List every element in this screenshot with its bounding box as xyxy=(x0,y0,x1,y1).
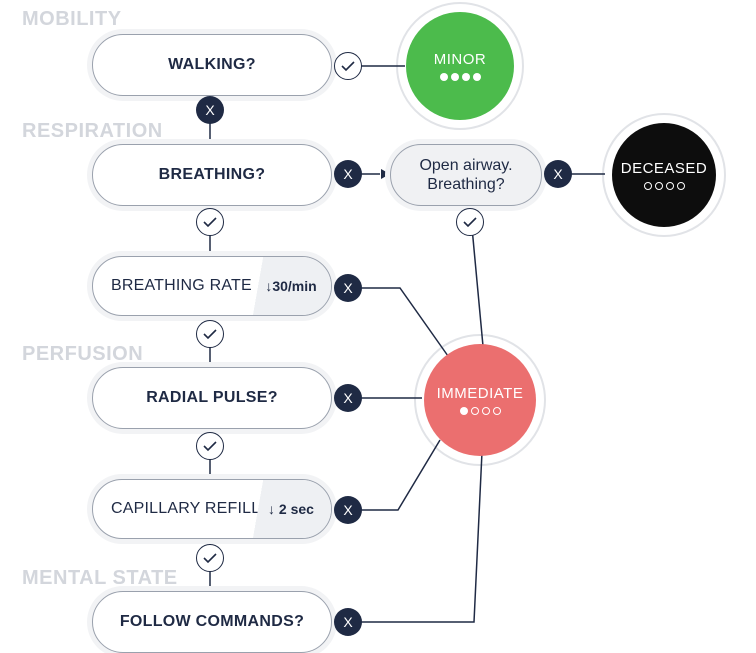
no-badge-breathing: X xyxy=(334,160,362,188)
priority-dot xyxy=(472,73,481,81)
check-icon-radial-pulse xyxy=(196,432,224,460)
step-radial-pulse: RADIAL PULSE? xyxy=(92,367,332,429)
check-icon-walking xyxy=(334,52,362,80)
priority-dot xyxy=(665,182,674,190)
step-capillary-refill: CAPILLARY REFILL ↓ 2 sec xyxy=(92,479,332,539)
priority-dot xyxy=(470,407,479,415)
outcome-immediate: IMMEDIATE xyxy=(414,334,546,466)
check-icon-open-airway xyxy=(456,208,484,236)
no-badge-walking: X xyxy=(196,96,224,124)
step-open-airway-label: Open airway. Breathing? xyxy=(419,157,513,193)
step-capillary-refill-label: CAPILLARY REFILL xyxy=(111,500,261,517)
priority-dot xyxy=(450,73,459,81)
no-badge-breathing-rate: X xyxy=(334,274,362,302)
section-label-respiration: RESPIRATION xyxy=(22,120,163,142)
priority-dot xyxy=(676,182,685,190)
breathing-rate-threshold: ↓30/min xyxy=(251,257,331,315)
outcome-deceased-label: DECEASED xyxy=(620,160,708,177)
no-badge-radial-pulse: X xyxy=(334,384,362,412)
no-badge-open-airway: X xyxy=(544,160,572,188)
step-breathing-rate: BREATHING RATE ↓30/min xyxy=(92,256,332,316)
step-radial-pulse-label: RADIAL PULSE? xyxy=(146,389,278,406)
outcome-deceased-priority-dots xyxy=(643,182,685,190)
step-walking: WALKING? xyxy=(92,34,332,96)
no-badge-follow-commands: X xyxy=(334,608,362,636)
step-open-airway: Open airway. Breathing? xyxy=(390,144,542,206)
priority-dot xyxy=(654,182,663,190)
priority-dot xyxy=(459,407,468,415)
outcome-minor: MINOR xyxy=(396,2,524,130)
step-breathing-rate-label: BREATHING RATE xyxy=(111,277,252,294)
check-icon-capillary-refill xyxy=(196,544,224,572)
priority-dot xyxy=(439,73,448,81)
priority-dot xyxy=(461,73,470,81)
priority-dot xyxy=(643,182,652,190)
step-follow-commands: FOLLOW COMMANDS? xyxy=(92,591,332,653)
step-walking-label: WALKING? xyxy=(168,56,256,73)
capillary-refill-threshold: ↓ 2 sec xyxy=(251,480,331,538)
step-breathing-label: BREATHING? xyxy=(158,166,266,183)
outcome-minor-priority-dots xyxy=(439,73,481,81)
step-breathing: BREATHING? xyxy=(92,144,332,206)
section-label-perfusion: PERFUSION xyxy=(22,343,144,365)
priority-dot xyxy=(481,407,490,415)
section-label-mental-state: MENTAL STATE xyxy=(22,567,178,589)
outcome-immediate-priority-dots xyxy=(459,407,501,415)
section-label-mobility: MOBILITY xyxy=(22,8,122,30)
check-icon-breathing-rate xyxy=(196,320,224,348)
outcome-deceased: DECEASED xyxy=(602,113,726,237)
outcome-minor-label: MINOR xyxy=(433,51,487,68)
priority-dot xyxy=(492,407,501,415)
outcome-immediate-label: IMMEDIATE xyxy=(436,385,524,402)
check-icon-breathing xyxy=(196,208,224,236)
no-badge-capillary-refill: X xyxy=(334,496,362,524)
step-follow-commands-label: FOLLOW COMMANDS? xyxy=(119,613,305,630)
